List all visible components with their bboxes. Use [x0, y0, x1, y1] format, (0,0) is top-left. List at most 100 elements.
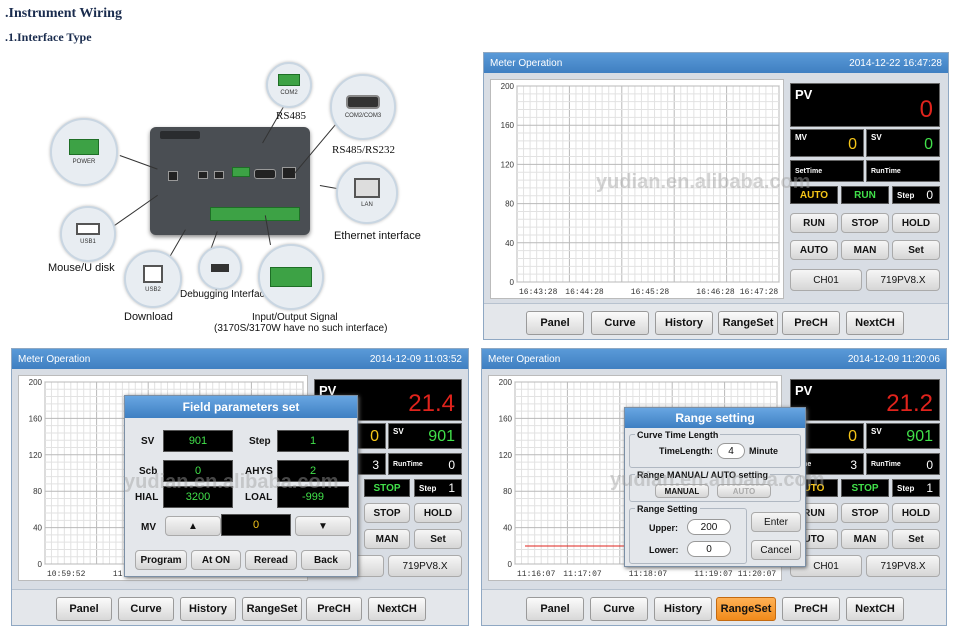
step-label: Step	[897, 484, 915, 493]
scb-label: Scb	[139, 466, 158, 477]
x-tick-label: 16:44:28	[565, 288, 604, 297]
mv-up-button[interactable]: ▲	[165, 516, 221, 536]
man-button[interactable]: MAN	[841, 240, 889, 260]
nextch-button[interactable]: NextCH	[846, 311, 904, 335]
mv-value: 0	[848, 428, 857, 445]
runtime-value: 0	[448, 458, 455, 472]
rangeset-button[interactable]: RangeSet	[718, 311, 778, 335]
stop-button[interactable]: STOP	[841, 503, 889, 523]
mv-field[interactable]: 0	[221, 514, 291, 536]
x-tick-label: 16:46:28	[696, 288, 735, 297]
range-setting-dialog: Range setting Curve Time Length TimeLeng…	[624, 407, 806, 567]
com23-label: COM2/COM3	[344, 113, 382, 119]
mv-down-button[interactable]: ▼	[295, 516, 351, 536]
ahys-field[interactable]: 2	[277, 460, 349, 482]
program-button[interactable]: Program	[135, 550, 187, 570]
triangle-up-icon: ▲	[188, 520, 198, 532]
curve-button[interactable]: Curve	[118, 597, 174, 621]
auto-button[interactable]: AUTO	[717, 484, 771, 498]
set-button[interactable]: Set	[414, 529, 462, 549]
y-tick-label: 0	[510, 278, 515, 287]
mode-stop-indicator: STOP	[364, 479, 410, 497]
curve-button[interactable]: Curve	[590, 597, 648, 621]
manual-button[interactable]: MANUAL	[655, 484, 709, 498]
set-button[interactable]: Set	[892, 529, 940, 549]
timelength-input[interactable]: 4	[717, 443, 745, 459]
sv-label: SV	[871, 427, 882, 436]
y-tick-label: 160	[29, 414, 43, 423]
x-tick-label: 11:20:07	[738, 570, 777, 579]
at-on-button[interactable]: At ON	[191, 550, 241, 570]
man-button[interactable]: MAN	[364, 529, 410, 549]
mv-value: 0	[370, 428, 379, 445]
stop-button[interactable]: STOP	[841, 213, 889, 233]
prech-button[interactable]: PreCH	[306, 597, 362, 621]
auto-button[interactable]: AUTO	[790, 240, 838, 260]
prech-button[interactable]: PreCH	[782, 311, 840, 335]
db9-port-icon	[346, 95, 380, 109]
rangeset-button[interactable]: RangeSet	[242, 597, 302, 621]
settime-value: 3	[850, 458, 857, 472]
hold-button[interactable]: HOLD	[892, 503, 940, 523]
nextch-button[interactable]: NextCH	[368, 597, 426, 621]
hold-button[interactable]: HOLD	[414, 503, 462, 523]
cancel-button[interactable]: Cancel	[751, 540, 801, 560]
com2-terminal-icon	[278, 74, 300, 86]
prech-button[interactable]: PreCH	[782, 597, 840, 621]
history-button[interactable]: History	[654, 597, 712, 621]
y-tick-label: 80	[503, 487, 512, 496]
step-field[interactable]: 1	[277, 430, 349, 452]
back-button[interactable]: Back	[301, 550, 351, 570]
model-label: 719PV8.X	[866, 555, 940, 577]
panel-datetime: 2014-12-22 16:47:28	[849, 57, 942, 69]
upper-input[interactable]: 200	[687, 519, 731, 535]
sv-field[interactable]: 901	[163, 430, 233, 452]
hial-field[interactable]: 3200	[163, 486, 233, 508]
meter-operation-panel-2: Meter Operation 2014-12-09 11:03:52 2 0 0 1…	[11, 348, 469, 626]
history-button[interactable]: History	[655, 311, 713, 335]
panel-title: Meter Operation	[490, 57, 563, 69]
hial-label: HIAL	[135, 492, 159, 503]
step-label: Step	[419, 484, 437, 493]
step-value: 1	[926, 481, 933, 495]
step-value: 0	[926, 188, 933, 202]
panel-datetime: 2014-12-09 11:03:52	[369, 353, 462, 365]
history-button[interactable]: History	[180, 597, 236, 621]
runtime-value: 0	[926, 458, 933, 472]
rangeset-button[interactable]: RangeSet	[716, 597, 776, 621]
reread-button[interactable]: Reread	[245, 550, 297, 570]
loal-field[interactable]: -999	[277, 486, 349, 508]
set-button[interactable]: Set	[892, 240, 940, 260]
download-callout: Download	[124, 311, 173, 323]
x-tick-label: 11:16:07	[517, 570, 556, 579]
panel-button[interactable]: Panel	[526, 311, 584, 335]
hold-button[interactable]: HOLD	[892, 213, 940, 233]
y-tick-label: 120	[501, 160, 515, 169]
scb-field[interactable]: 0	[163, 460, 233, 482]
panel-button[interactable]: Panel	[56, 597, 112, 621]
model-label: 719PV8.X	[866, 269, 940, 291]
usb-a-icon	[76, 223, 100, 235]
sv-label: SV	[141, 436, 155, 447]
run-button[interactable]: RUN	[790, 213, 838, 233]
sv-value: 0	[924, 136, 933, 153]
stop-button[interactable]: STOP	[364, 503, 410, 523]
panel-button[interactable]: Panel	[526, 597, 584, 621]
channel-button[interactable]: CH01	[790, 269, 862, 291]
panel-title: Meter Operation	[18, 353, 91, 365]
usb-b-icon	[143, 265, 163, 283]
lower-input[interactable]: 0	[687, 541, 731, 557]
man-button[interactable]: MAN	[841, 529, 889, 549]
watermark: yudian.en.alibaba.com	[124, 471, 339, 493]
enter-button[interactable]: Enter	[751, 512, 801, 532]
runtime-label: RunTime	[871, 461, 901, 468]
dialog-title: Field parameters set	[125, 396, 357, 418]
curve-button[interactable]: Curve	[591, 311, 649, 335]
device-figure: POWER COM2 RS485 COM2/COM3 RS485/RS232 L…	[40, 60, 460, 340]
watermark: yudian.en.alibaba.com	[610, 469, 825, 491]
nextch-button[interactable]: NextCH	[846, 597, 904, 621]
